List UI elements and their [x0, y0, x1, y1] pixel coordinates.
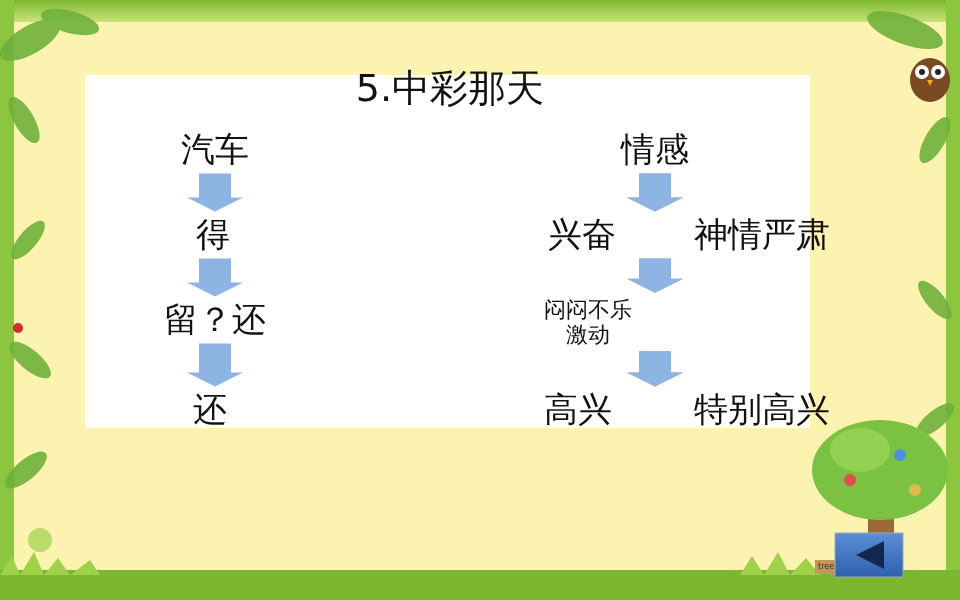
text-node: 情感 — [621, 130, 689, 169]
text-node: 兴奋 — [548, 215, 616, 254]
back-button — [835, 533, 903, 577]
ladybug — [13, 323, 23, 333]
block-arrow — [627, 259, 683, 293]
owl — [910, 58, 950, 102]
slide-title: 5.中彩那天 — [356, 63, 544, 114]
node-text: 得 — [196, 215, 230, 254]
node-text: 高兴 — [544, 390, 612, 429]
text-node: 留？还 — [164, 300, 266, 339]
block-arrow — [187, 174, 243, 212]
text-node: 还 — [193, 390, 227, 429]
text-node: 神情严肃 — [694, 215, 830, 254]
block-arrow — [627, 259, 683, 293]
node-text: 特别高兴 — [694, 390, 830, 429]
block-arrow — [627, 351, 683, 386]
top-band — [0, 0, 960, 22]
block-arrow — [627, 174, 683, 212]
node-text: 情感 — [621, 130, 689, 169]
text-node: 汽车 — [181, 130, 249, 169]
node-text: 留？还 — [164, 300, 266, 339]
node-text: 神情严肃 — [694, 215, 830, 254]
text-node: 得 — [196, 215, 230, 254]
snail — [28, 528, 52, 552]
text-node: 闷闷不乐 激动 — [541, 297, 636, 348]
left-band — [0, 0, 14, 600]
block-arrow — [627, 351, 683, 386]
block-arrow — [187, 344, 243, 387]
text-node: 特别高兴 — [694, 390, 830, 429]
text-node: 高兴 — [544, 390, 612, 429]
grass-blades — [0, 552, 820, 575]
node-text: 汽车 — [181, 130, 249, 169]
node-text: 闷闷不乐 激动 — [541, 297, 636, 348]
block-arrow — [187, 259, 243, 297]
leaves — [0, 3, 959, 494]
right-band — [946, 0, 960, 600]
sign-label: tree — [818, 562, 834, 571]
node-text: 还 — [193, 390, 227, 429]
block-arrow — [627, 174, 683, 212]
node-text: 兴奋 — [548, 215, 616, 254]
tree-illustration — [812, 420, 948, 574]
